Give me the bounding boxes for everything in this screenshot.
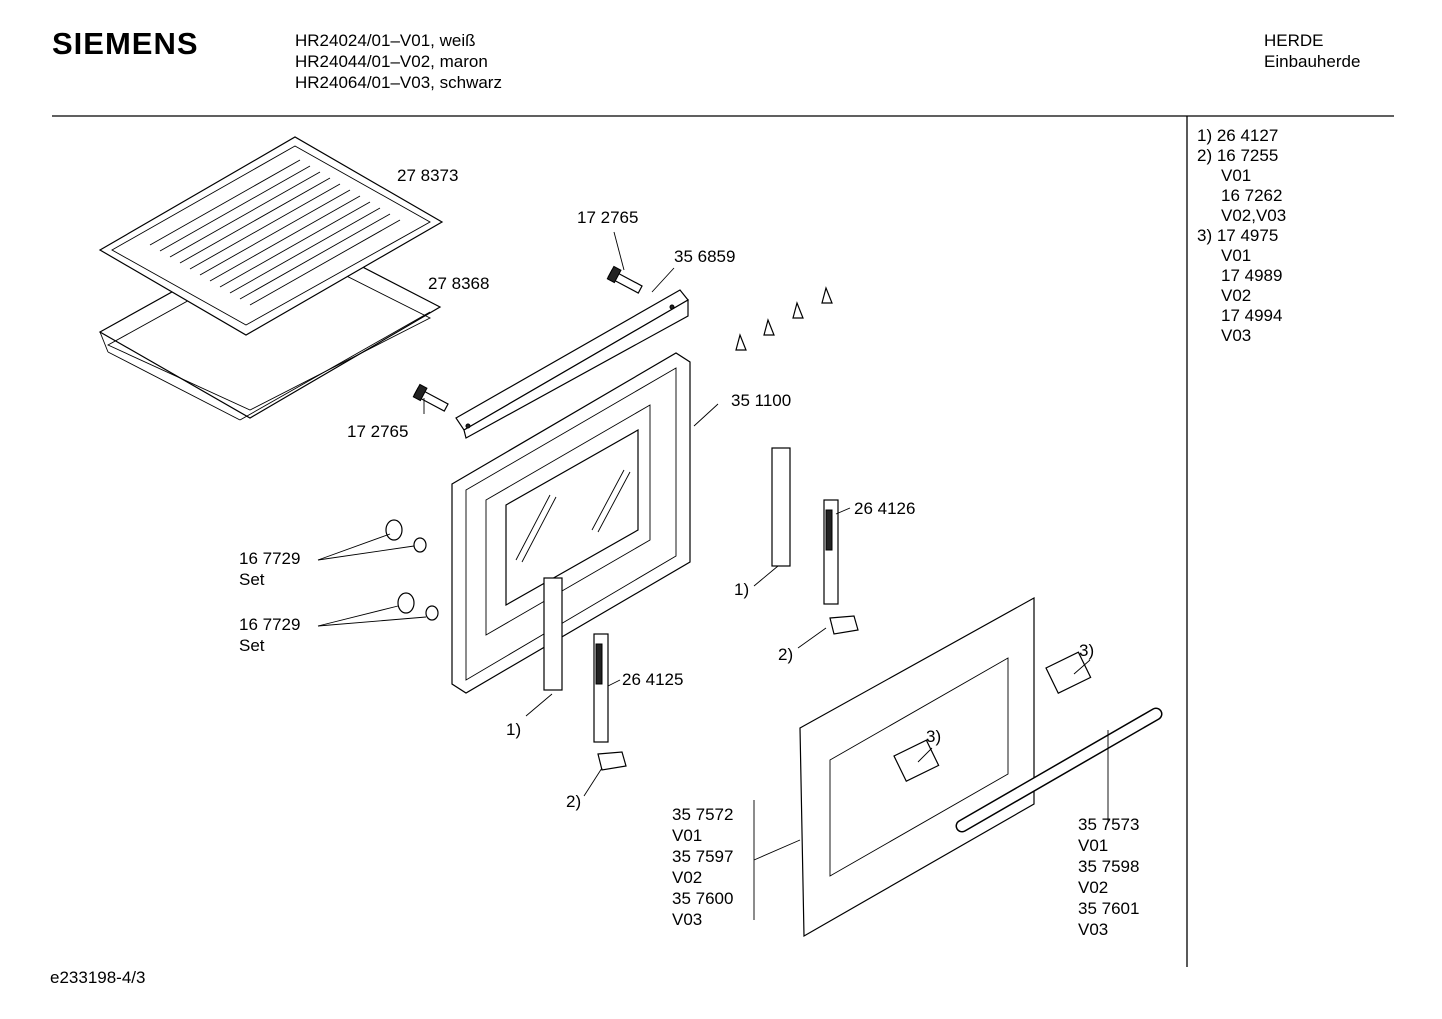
- callout-outer-door-line: 35 7597: [672, 847, 734, 866]
- legend-row: V01: [1221, 246, 1252, 265]
- seal-strip-right-drawing: [771, 447, 791, 567]
- model-line: HR24064/01–V03, schwarz: [295, 73, 502, 92]
- callout-bolt-set-2-note: Set: [239, 636, 265, 655]
- legend-row: V02,V03: [1221, 206, 1287, 225]
- callout-hinge-left: 26 4125: [622, 670, 684, 689]
- category-title: HERDE: [1264, 31, 1324, 50]
- callout-handle-line: V01: [1078, 836, 1109, 855]
- bolt-set-drawing: [385, 519, 439, 621]
- legend-row: V01: [1221, 166, 1252, 185]
- callout-ref-2-left: 2): [566, 792, 582, 811]
- callout-handle-line: V03: [1078, 920, 1109, 939]
- screw-left-drawing: [412, 383, 449, 412]
- legend-row: V03: [1221, 326, 1252, 345]
- drawing-id: e233198-4/3: [50, 968, 146, 987]
- callout-ref-1-right: 1): [734, 580, 750, 599]
- model-list: HR24024/01–V01, weiß HR24044/01–V02, mar…: [295, 30, 502, 93]
- legend-row: 3) 17 4975: [1197, 226, 1279, 245]
- callout-ref-3-mid: 3): [926, 727, 942, 746]
- callout-tray: 27 8368: [428, 274, 490, 293]
- hinge-right-drawing: [823, 499, 859, 635]
- callout-screw-left: 17 2765: [347, 422, 409, 441]
- callout-hinge-bar: 35 6859: [674, 247, 736, 266]
- small-screws-drawing: [735, 286, 833, 351]
- category-block: HERDE Einbauherde: [1264, 30, 1360, 72]
- legend-row: 1) 26 4127: [1197, 126, 1279, 145]
- callout-bolt-set-2: 16 7729 Set: [239, 614, 300, 656]
- callout-bolt-set-2-number: 16 7729: [239, 615, 301, 634]
- callout-outer-door-line: 35 7572: [672, 805, 734, 824]
- brand-logo: SIEMENS: [52, 26, 199, 61]
- handle-cap-mid-drawing: [893, 739, 940, 782]
- wire-rack-drawing: [98, 136, 444, 336]
- category-subtitle: Einbauherde: [1264, 52, 1361, 71]
- callout-handle-line: V02: [1078, 878, 1109, 897]
- callout-outer-door-line: 35 7600: [672, 889, 734, 908]
- handle-bar-fill: [957, 709, 1161, 831]
- callout-ref-2-right: 2): [778, 645, 794, 664]
- inner-door-drawing: [451, 352, 691, 694]
- legend-row: 2) 16 7255: [1197, 146, 1279, 165]
- callout-inner-door: 35 1100: [731, 391, 792, 410]
- legend-row: 17 4994: [1221, 306, 1283, 325]
- callout-ref-1-left: 1): [506, 720, 522, 739]
- model-line: HR24044/01–V02, maron: [295, 52, 488, 71]
- callout-outer-door-line: V03: [672, 910, 703, 929]
- callout-handle: 35 7573 V01 35 7598 V02 35 7601 V03: [1078, 814, 1139, 940]
- callout-outer-door-line: V01: [672, 826, 703, 845]
- leader-lines: [317, 231, 1109, 920]
- callout-bolt-set-1: 16 7729 Set: [239, 548, 300, 590]
- callout-handle-line: 35 7598: [1078, 857, 1140, 876]
- legend-row: V02: [1221, 286, 1252, 305]
- callout-screw-top: 17 2765: [577, 208, 639, 227]
- legend-row: 17 4989: [1221, 266, 1283, 285]
- callout-bolt-set-1-note: Set: [239, 570, 265, 589]
- hinge-left-drawing: [593, 633, 627, 771]
- callout-handle-line: 35 7601: [1078, 899, 1140, 918]
- hinge-bar-drawing: [455, 289, 689, 439]
- model-line: HR24024/01–V01, weiß: [295, 31, 476, 50]
- callout-bolt-set-1-number: 16 7729: [239, 549, 301, 568]
- legend-row: 16 7262: [1221, 186, 1283, 205]
- callout-outer-door-line: V02: [672, 868, 703, 887]
- callout-outer-door: 35 7572 V01 35 7597 V02 35 7600 V03: [672, 804, 733, 930]
- callout-rack: 27 8373: [397, 166, 459, 185]
- callout-hinge-right: 26 4126: [854, 499, 916, 518]
- callout-handle-line: 35 7573: [1078, 815, 1140, 834]
- callout-ref-3-top: 3): [1079, 641, 1095, 660]
- seal-strip-left-drawing: [543, 577, 563, 691]
- screw-top-drawing: [606, 265, 643, 294]
